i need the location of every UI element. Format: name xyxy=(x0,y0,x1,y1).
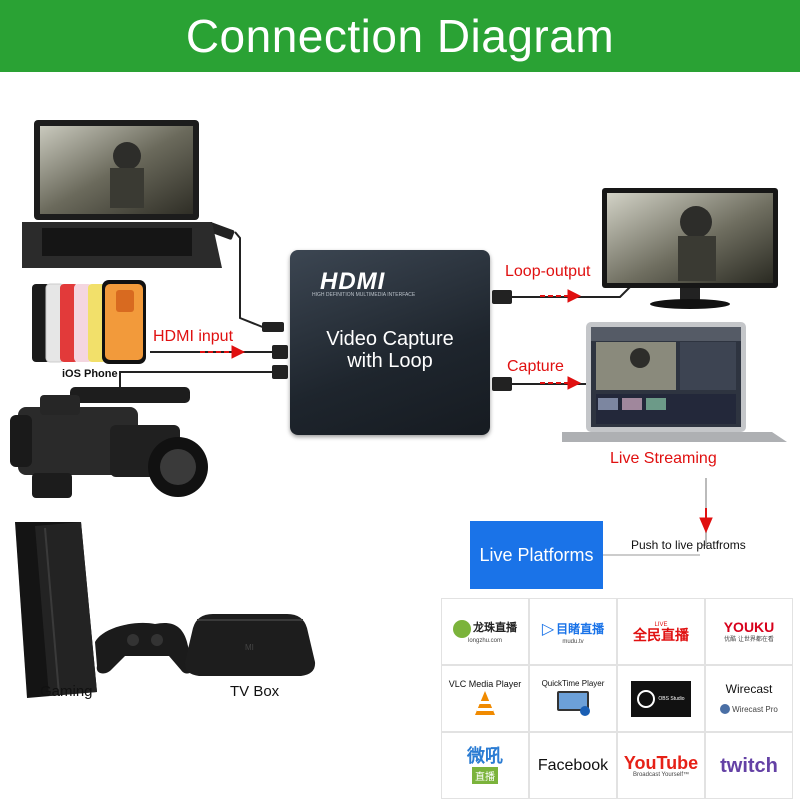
title-banner: Connection Diagram xyxy=(0,0,800,72)
twitch-icon: twitch xyxy=(720,754,778,777)
hdmi-logo: HDMI xyxy=(320,268,386,295)
streaming-laptop-icon xyxy=(562,322,787,442)
platform-quicktime: QuickTime Player xyxy=(529,665,617,732)
usb-plug-capture xyxy=(492,377,512,391)
platform-obs: OBS Studio xyxy=(617,665,705,732)
hdmi-plug-2 xyxy=(272,365,288,379)
streaming-line xyxy=(702,478,707,546)
play-icon: ▷ xyxy=(541,620,555,638)
ios-phone-label: iOS Phone xyxy=(62,368,118,380)
laptop-icon xyxy=(22,120,222,268)
platform-facebook: Facebook xyxy=(529,732,617,799)
monitor-icon xyxy=(602,188,778,309)
loop-output-label: Loop-output xyxy=(505,263,591,280)
tv-box-label: TV Box xyxy=(230,683,280,700)
hdmi-input-label: HDMI input xyxy=(153,328,234,345)
usb-plug-laptop xyxy=(207,222,235,240)
platform-quanmin: LIVE 全民直播 xyxy=(617,598,705,665)
live-icon: 全民直播 xyxy=(633,626,689,643)
platforms-grid: 龙珠直播 longzhu.com ▷ 目睹直播 mudu.tv LIVE 全民直… xyxy=(441,598,796,800)
device-label-line1: Video Capture xyxy=(326,328,454,350)
loop-output-arrow xyxy=(540,289,582,303)
youku-icon: YOUKU xyxy=(723,619,775,635)
tv-box-icon: MI xyxy=(184,614,316,676)
usb-plug-device xyxy=(262,322,284,332)
obs-icon xyxy=(637,689,656,708)
platform-longzhu: 龙珠直播 longzhu.com xyxy=(441,598,529,665)
quicktime-icon xyxy=(557,690,590,716)
platform-twitch: twitch xyxy=(705,732,793,799)
weihou-icon: 微吼 xyxy=(467,746,503,766)
push-arrow xyxy=(699,508,713,534)
hdmi-input-arrow xyxy=(200,345,246,359)
platform-weihou: 微吼 直播 xyxy=(441,732,529,799)
platform-wirecast: Wirecast Wirecast Pro xyxy=(705,665,793,732)
live-streaming-label: Live Streaming xyxy=(610,450,717,467)
camcorder-icon xyxy=(10,387,208,498)
diagram-title: Connection Diagram xyxy=(185,10,615,62)
device-label-line2: with Loop xyxy=(347,350,433,372)
game-console-icon xyxy=(15,522,194,698)
hdmi-logo-subtitle: HIGH DEFINITION MULTIMEDIA INTERFACE xyxy=(312,292,416,298)
gaming-label: Gaming xyxy=(40,683,93,700)
capture-arrow xyxy=(540,376,582,390)
iphone-group-icon xyxy=(32,280,146,364)
laptop-cable xyxy=(234,231,271,331)
facebook-icon: Facebook xyxy=(537,756,609,774)
platform-youtube: YouTube Broadcast Yourself™ xyxy=(617,732,705,799)
hdmi-plug-out xyxy=(492,290,512,304)
hdmi-plug-1 xyxy=(272,345,288,359)
push-label: Push to live platfroms xyxy=(631,538,746,552)
platform-vlc: VLC Media Player xyxy=(441,665,529,732)
svg-text:MI: MI xyxy=(245,643,254,652)
platform-youku: YOUKU 优酷 让世界都在看 xyxy=(705,598,793,665)
capture-device xyxy=(290,250,490,435)
vlc-cone-icon xyxy=(475,691,495,716)
capture-label: Capture xyxy=(507,358,564,375)
platform-mudu: ▷ 目睹直播 mudu.tv xyxy=(529,598,617,665)
wirecast-icon xyxy=(720,704,731,715)
youtube-icon: YouTube xyxy=(623,752,699,773)
camera-cable xyxy=(119,371,280,392)
dragon-icon xyxy=(453,619,471,638)
live-platforms-box: Live Platforms xyxy=(470,521,603,589)
